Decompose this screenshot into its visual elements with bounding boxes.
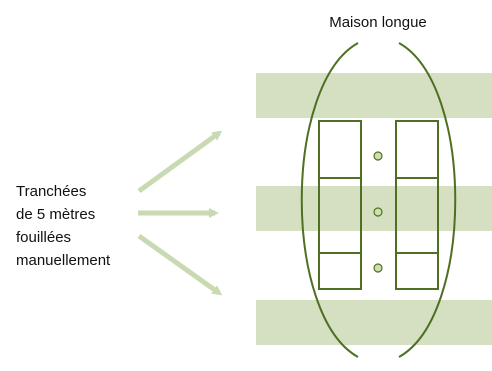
arrow-up xyxy=(137,130,223,194)
posthole-top xyxy=(373,151,383,161)
trench-1 xyxy=(256,73,492,118)
description-line-1: Tranchées xyxy=(16,183,86,200)
longhouse-outline xyxy=(300,42,457,358)
description-line-4: manuellement xyxy=(16,252,111,269)
description-line-3: fouillées xyxy=(16,229,71,246)
trenches-group xyxy=(256,73,492,345)
trench-description: Tranchées de 5 mètres fouillées manuelle… xyxy=(16,183,111,269)
trench-3 xyxy=(256,300,492,345)
longhouse-outline-right xyxy=(398,42,457,358)
postholes-group xyxy=(373,151,383,273)
posthole-bottom xyxy=(373,263,383,273)
diagram-title: Maison longue xyxy=(329,14,427,31)
compartment-right xyxy=(395,120,439,290)
compartment-left xyxy=(318,120,362,290)
description-line-2: de 5 mètres xyxy=(16,206,95,223)
arrow-down xyxy=(137,233,223,296)
trench-2 xyxy=(256,186,492,231)
compartments-group xyxy=(318,120,439,290)
arrows-group xyxy=(137,130,223,296)
posthole-middle xyxy=(373,207,383,217)
longhouse-outline-left xyxy=(300,42,359,358)
